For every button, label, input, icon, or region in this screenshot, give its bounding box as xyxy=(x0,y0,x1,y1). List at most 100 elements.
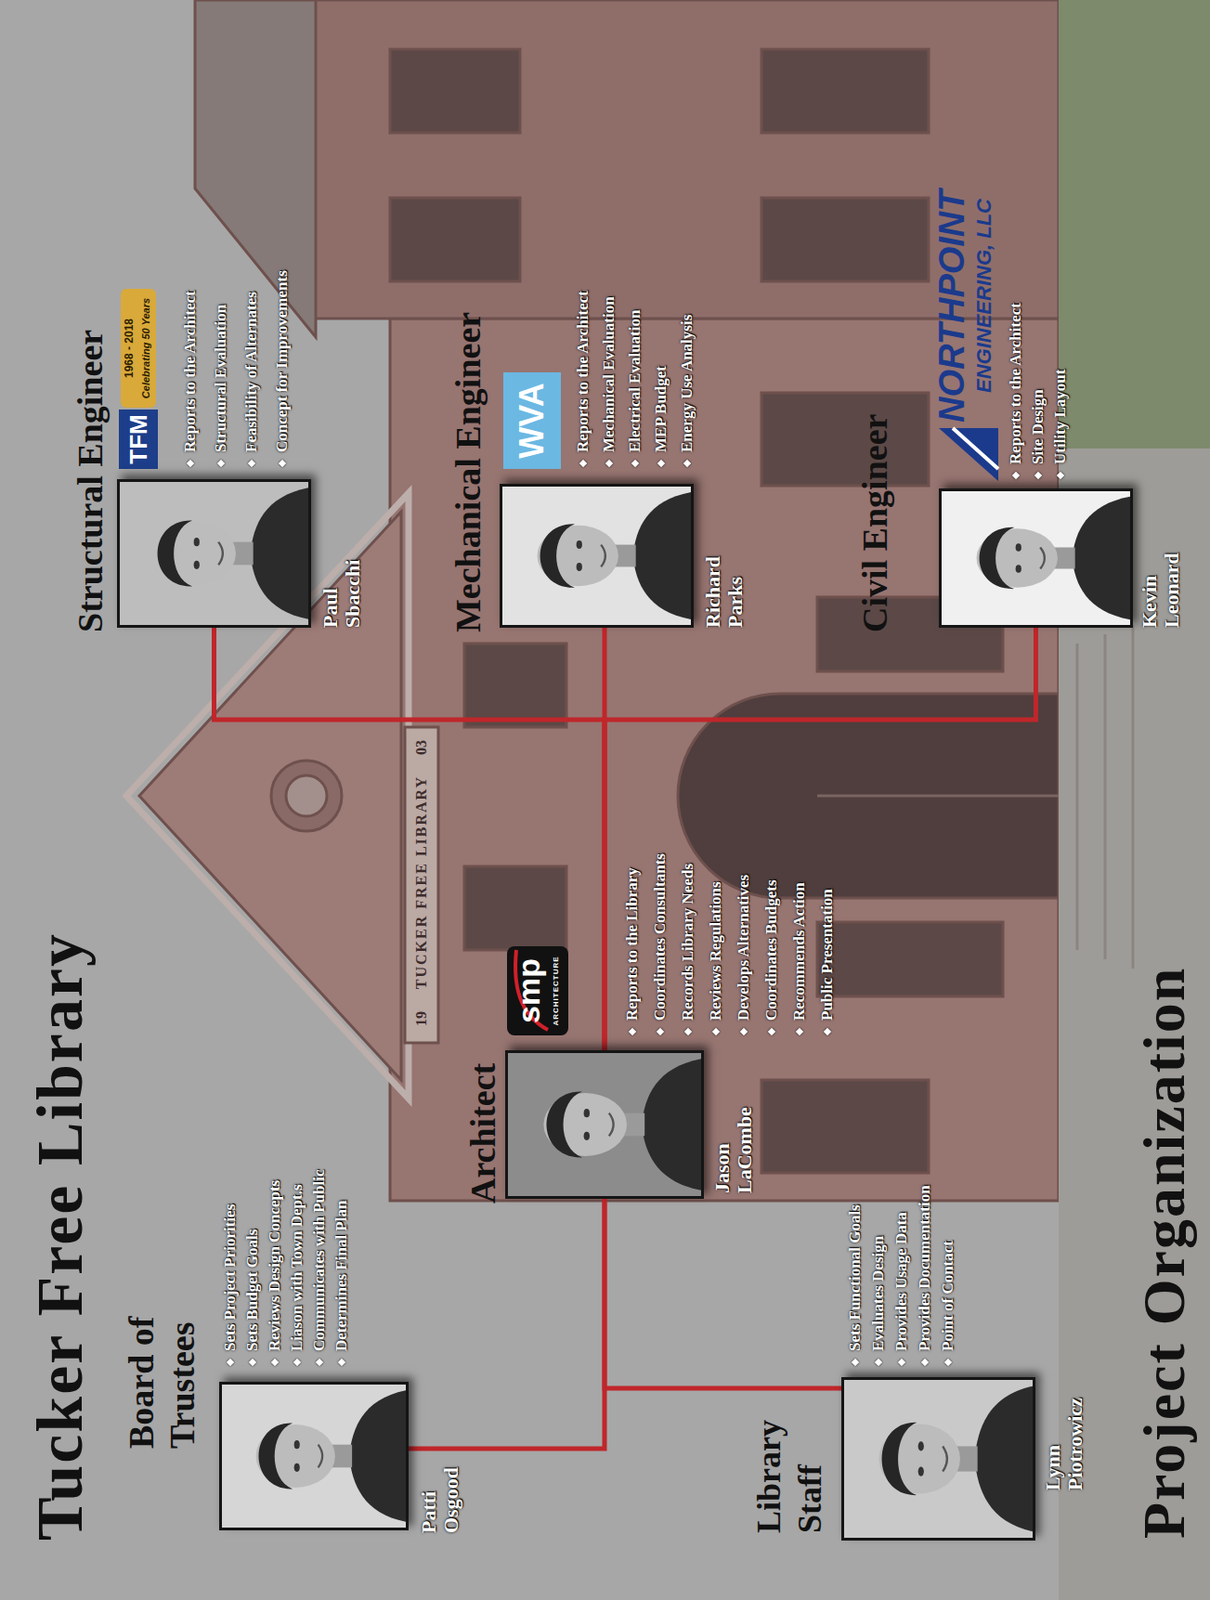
duty-item: Utility Layout xyxy=(1049,369,1072,482)
logo-box xyxy=(118,409,158,469)
portrait-box: Structural EngineerPaul SbacchiReports t… xyxy=(117,479,312,628)
step xyxy=(1104,634,1107,960)
logo-text: Celebrating 50 Years xyxy=(138,288,155,408)
duty-item: Feasibility of Alternates xyxy=(235,291,267,469)
duty-item: Records Library Needs xyxy=(674,863,703,1038)
logo-mark xyxy=(952,428,999,469)
hair xyxy=(882,1422,917,1496)
steps xyxy=(1077,624,1133,969)
connector-line xyxy=(604,627,1037,1051)
role-heading: Structural Engineer xyxy=(68,149,112,633)
eye xyxy=(194,560,200,570)
duty-item: Site Design xyxy=(1027,389,1050,482)
eye xyxy=(294,1463,300,1472)
duty-item: Sets Project Priorities xyxy=(219,1204,242,1368)
shoulders xyxy=(1072,496,1131,620)
logo-text: ENGINEERING, LLC xyxy=(971,114,998,393)
shoulders xyxy=(250,487,309,620)
logo-box xyxy=(503,372,561,469)
shoulders xyxy=(633,492,691,620)
duty-item: Develops Alternatives xyxy=(729,874,758,1038)
photo-background xyxy=(502,486,691,625)
duty-item: MEP Budget xyxy=(648,365,675,469)
eye xyxy=(918,1467,924,1477)
hair xyxy=(546,1092,583,1158)
eye xyxy=(1015,564,1022,573)
eye xyxy=(194,537,200,547)
duty-item: Recommends Action xyxy=(785,882,814,1038)
step xyxy=(1076,643,1080,950)
duty-item: Evaluates Design xyxy=(866,1236,890,1368)
role-heading: Architect xyxy=(462,924,504,1204)
logo-text: TFM xyxy=(118,409,158,469)
eye xyxy=(918,1441,924,1451)
role-heading: Library Staff xyxy=(748,1384,831,1534)
oculus xyxy=(271,760,342,832)
portrait-box: Mechanical EngineerRichard ParksReports … xyxy=(499,483,694,628)
window xyxy=(761,392,929,486)
window xyxy=(761,197,929,282)
door-line xyxy=(817,794,1059,798)
eye xyxy=(294,1440,300,1449)
portrait-photo xyxy=(941,491,1131,625)
portrait-photo xyxy=(221,1384,406,1528)
window xyxy=(390,197,521,282)
portrait-box: Civil EngineerKevin LeonardReports to th… xyxy=(938,488,1133,628)
portrait-box: ArchitectJason LaCombeReports to the Lib… xyxy=(505,1050,704,1199)
logo-ribbon xyxy=(120,288,157,408)
wing-roof xyxy=(195,0,316,338)
role-heading: Mechanical Engineer xyxy=(445,149,491,633)
photo-background xyxy=(941,491,1131,625)
mouth xyxy=(218,542,223,566)
mouth xyxy=(318,1444,324,1469)
building-sign-text: TUCKER FREE LIBRARY xyxy=(406,766,437,999)
photo-background xyxy=(221,1384,406,1528)
person-name: Kevin Leonard xyxy=(1138,552,1184,628)
duty-item: Point of Contact xyxy=(936,1240,960,1368)
logo-text: smp xyxy=(508,946,548,1036)
role-heading: Board of Trustees xyxy=(120,1225,203,1449)
duty-item: Sets Functional Goals xyxy=(843,1204,867,1368)
shoulders xyxy=(641,1058,702,1191)
logo-box xyxy=(507,946,569,1036)
duty-item: Provides Documentation xyxy=(912,1184,937,1368)
connector-line xyxy=(604,1198,842,1389)
building-sign-text: 03 xyxy=(406,730,437,765)
duty-item: Communicates with Public xyxy=(308,1170,331,1369)
logo-text: WVA xyxy=(507,372,558,469)
tfm-logo xyxy=(118,288,158,469)
window xyxy=(761,49,929,133)
eye xyxy=(576,562,583,572)
page-title: Tucker Free Library xyxy=(27,932,93,1541)
duty-item: Public Presentation xyxy=(813,888,842,1038)
window xyxy=(817,922,1003,997)
duty-item: Reports to the Architect xyxy=(174,290,206,469)
portrait-box: Board of TrusteesPatti OsgoodSets Projec… xyxy=(219,1381,409,1531)
duty-item: Determines Final Plan xyxy=(330,1200,353,1368)
eye xyxy=(576,540,583,549)
duty-item: Sets Budget Goals xyxy=(241,1229,264,1368)
arched-entrance xyxy=(677,693,1059,898)
window xyxy=(464,643,567,728)
logo-text: 1968 - 2018 xyxy=(121,288,138,408)
mouth xyxy=(942,1445,948,1471)
duty-item: Reports to the Architect xyxy=(1004,302,1028,482)
role-heading: Civil Engineer xyxy=(852,260,898,633)
duty-item: Mechanical Evaluation xyxy=(596,296,623,469)
shoulders xyxy=(975,1386,1033,1532)
portrait-box: Library StaffLynn PiotrowiczSets Functio… xyxy=(841,1377,1036,1541)
hair xyxy=(540,523,575,588)
photo-background xyxy=(507,1053,702,1197)
portrait-photo xyxy=(502,486,691,625)
portrait-photo xyxy=(507,1053,702,1197)
hair xyxy=(157,520,193,587)
portrait-photo xyxy=(119,481,309,625)
portrait-photo xyxy=(844,1379,1033,1538)
duty-item: Electrical Evaluation xyxy=(622,310,649,469)
duty-item: Coordinates Consultants xyxy=(646,853,675,1038)
lawn xyxy=(1058,0,1210,449)
duty-item: Coordinates Budgets xyxy=(757,879,786,1038)
duty-item: Reviews Design Concepts xyxy=(263,1180,287,1368)
logo-text: NORTHPOINT xyxy=(932,106,972,423)
duty-item: Reports to the Library xyxy=(618,867,647,1038)
